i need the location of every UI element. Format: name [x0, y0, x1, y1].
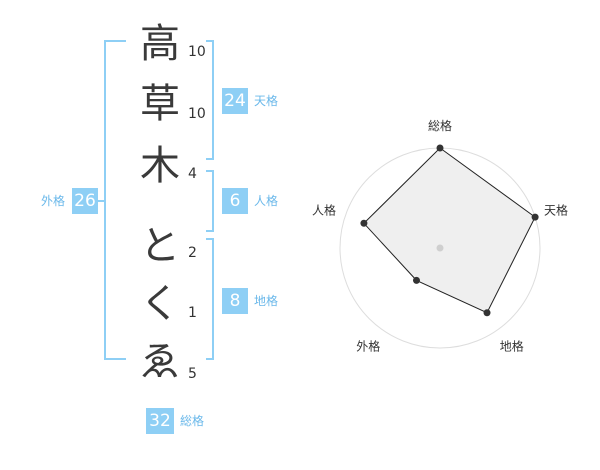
stroke-count-3: 4: [188, 166, 197, 182]
tenkaku-value: 24: [222, 88, 248, 114]
name-char-5: く: [140, 281, 180, 327]
stroke-count-1: 10: [188, 44, 206, 60]
radar-polygon: [363, 147, 536, 314]
chikaku-label: 地格: [254, 294, 279, 308]
gaikaku-value: 26: [72, 188, 98, 214]
radar-points: [360, 144, 539, 317]
tenkaku-bracket: [206, 40, 214, 160]
gaikaku-label: 外格: [41, 194, 66, 208]
stroke-count-4: 2: [188, 245, 197, 261]
radar-axis-label: 総格: [428, 118, 452, 133]
radar-axis-label: 地格: [500, 339, 524, 354]
radar-point: [412, 276, 420, 284]
radar-point: [360, 219, 368, 227]
jinkaku-value: 6: [222, 188, 248, 214]
chikaku-value: 8: [222, 288, 248, 314]
radar-point: [483, 309, 491, 317]
soukaku-value: 32: [146, 408, 174, 434]
chikaku-bracket: [206, 238, 214, 360]
radar-axis-label: 外格: [356, 339, 380, 354]
gaikaku-bracket-tick: [96, 200, 106, 202]
radar-point: [531, 213, 539, 221]
stroke-count-2: 10: [188, 106, 206, 122]
gaikaku-bracket: [104, 40, 126, 360]
radar-axis-label: 天格: [544, 202, 568, 217]
radar-center-dot: [436, 244, 444, 252]
jinkaku-bracket: [206, 170, 214, 232]
name-char-6: ゑ: [140, 339, 180, 385]
tenkaku-label: 天格: [254, 94, 279, 108]
name-char-4: と: [140, 223, 180, 269]
radar-axis-label: 人格: [312, 202, 336, 217]
name-char-2: 草: [140, 81, 180, 127]
stroke-count-5: 1: [188, 305, 197, 321]
stroke-count-6: 5: [188, 366, 197, 382]
name-char-1: 高: [140, 21, 180, 67]
jinkaku-label: 人格: [254, 194, 279, 208]
soukaku-label: 総格: [180, 414, 205, 428]
name-char-3: 木: [140, 143, 180, 189]
radar-point: [436, 144, 444, 152]
